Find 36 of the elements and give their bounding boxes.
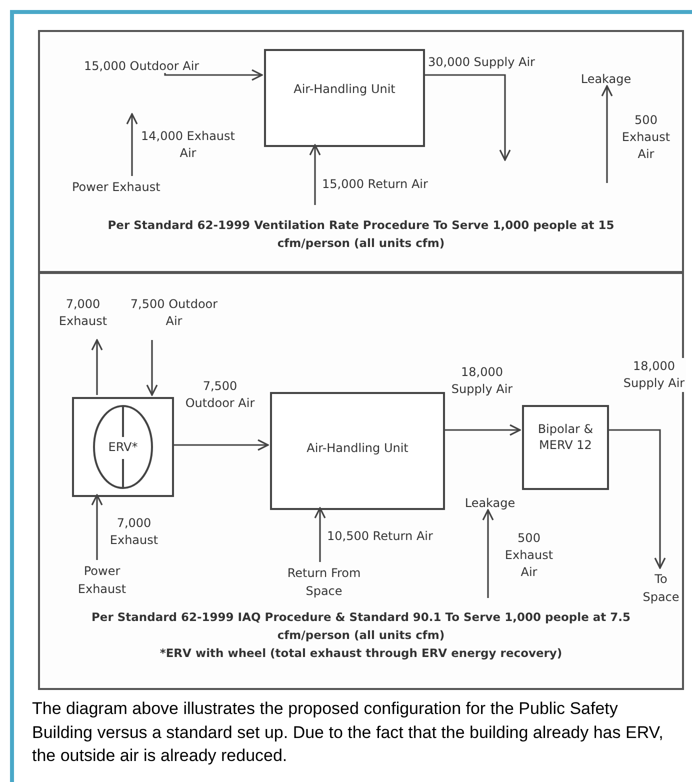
erv-box <box>72 397 174 497</box>
airflow-arrow <box>443 424 521 436</box>
diagram-panel <box>38 30 684 273</box>
equipment-box <box>522 405 609 490</box>
equipment-box <box>270 392 445 510</box>
flow-label: To Space <box>638 570 684 606</box>
standard-note: Per Standard 62-1999 IAQ Procedure & Standard 90.1 To Serve 1,000 people at 7.5 cfm/person (all units cfm) <box>90 609 632 644</box>
unit-name: Air-Handling Unit <box>292 81 396 97</box>
airflow-arrow <box>91 494 103 560</box>
unit-name: Air-Handling Unit <box>306 440 410 456</box>
caption: The diagram above illustrates the proposed configuration for the Public Safety Building versus a standard set up. Due to the fact that the building already has ERV, the outside air is already reduced. <box>32 698 664 767</box>
airflow-arrow <box>172 439 269 451</box>
flow-label: Leakage <box>570 70 642 88</box>
airflow-arrow <box>91 339 103 395</box>
airflow-arrow <box>126 113 138 176</box>
edge-label: 18,000 Supply Air <box>450 364 514 398</box>
diagram-panel <box>38 272 684 690</box>
edge-label: 18,000 Supply Air <box>622 358 686 392</box>
standard-note: *ERV with wheel (total exhaust through ERV energy recovery) <box>158 645 564 662</box>
airflow-arrow <box>423 74 511 161</box>
airflow-arrow <box>309 144 321 205</box>
airflow-arrow <box>164 69 263 81</box>
standard-note: Per Standard 62-1999 Ventilation Rate Procedure To Serve 1,000 people at 15 cfm/person (all units cfm) <box>106 217 616 252</box>
flow-label: Power Exhaust <box>66 562 138 598</box>
flow-label: 15,000 Outdoor Air <box>84 57 236 75</box>
airflow-arrow <box>146 340 158 396</box>
unit-name: Bipolar & MERV 12 <box>536 421 594 453</box>
flow-label: Power Exhaust <box>72 178 196 196</box>
unit-name: ERV* <box>107 439 139 455</box>
airflow-arrow <box>607 429 666 569</box>
airflow-arrow <box>314 507 326 562</box>
equipment-box <box>264 49 425 147</box>
flow-label: Return From Space <box>274 564 374 600</box>
flow-label: Leakage <box>456 494 524 512</box>
airflow-arrow <box>482 509 494 598</box>
airflow-arrow <box>601 85 613 183</box>
